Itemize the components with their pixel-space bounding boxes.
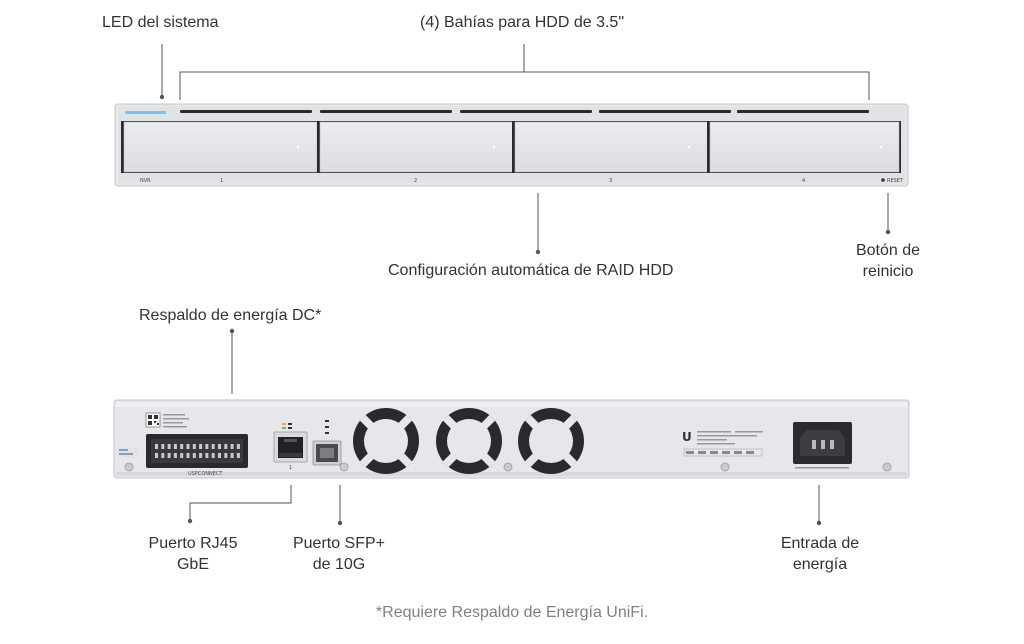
- footnote: *Requiere Respaldo de Energía UniFi.: [375, 604, 649, 621]
- dc-pin: [161, 444, 165, 449]
- bay-top-slots: [180, 110, 869, 113]
- reset-text: RESET: [887, 178, 904, 184]
- hdd-bays: [121, 121, 901, 173]
- front-leader-lines: [161, 44, 889, 252]
- rj45-port[interactable]: [273, 431, 308, 463]
- dc-input-label: [117, 447, 139, 458]
- label-reset-line1: Botón de: [855, 242, 921, 259]
- label-rj45-port: Puerto RJ45 GbE: [133, 533, 253, 575]
- dc-pin: [224, 444, 228, 449]
- dc-pin: [224, 453, 228, 458]
- dc-pin: [167, 444, 171, 449]
- regulatory-label: U: [682, 430, 763, 457]
- dc-pin: [192, 453, 196, 458]
- rear-leader-lines: [189, 331, 820, 523]
- label-sfp-line1: Puerto SFP+: [292, 535, 386, 552]
- dc-pin: [211, 453, 215, 458]
- label-raid-config: Configuración automática de RAID HDD: [388, 262, 674, 279]
- bay-number-1: 1: [220, 178, 223, 184]
- dc-pin: [205, 444, 209, 449]
- label-power-line2: energía: [792, 556, 848, 573]
- bay-number-3: 3: [609, 178, 612, 184]
- dc-backup-connector[interactable]: [146, 434, 248, 468]
- label-rj45-line2: GbE: [176, 556, 209, 573]
- label-power-input: Entrada de energía: [760, 533, 880, 575]
- dc-pin: [180, 444, 184, 449]
- sfp-port[interactable]: [312, 440, 342, 466]
- fan-3: [518, 408, 584, 474]
- dc-pin: [205, 453, 209, 458]
- dc-pin: [173, 453, 177, 458]
- dc-pin: [236, 453, 240, 458]
- dc-pin: [161, 453, 165, 458]
- port-number: 1: [289, 465, 292, 471]
- fan-2: [436, 408, 502, 474]
- dc-connector-pins: [155, 444, 240, 458]
- dc-pin: [211, 444, 215, 449]
- label-dc-backup: Respaldo de energía DC*: [139, 307, 322, 324]
- dc-pin: [180, 453, 184, 458]
- cooling-fans: [353, 408, 584, 474]
- sfp-leds: [325, 420, 329, 434]
- dc-connector-text: USPCONNECT: [188, 471, 223, 477]
- bay-number-4: 4: [802, 178, 805, 184]
- label-rj45-line1: Puerto RJ45: [148, 535, 238, 552]
- label-sfp-port: Puerto SFP+ de 10G: [279, 533, 399, 575]
- system-led: [125, 111, 166, 114]
- dc-pin: [218, 453, 221, 458]
- dc-pin: [236, 444, 240, 449]
- dc-pin: [186, 453, 190, 458]
- rj45-leds: [282, 423, 292, 429]
- dc-pin: [155, 444, 158, 449]
- dc-pin: [167, 453, 171, 458]
- label-reset-line2: reinicio: [862, 263, 914, 280]
- svg-text:U: U: [682, 430, 692, 444]
- chassis-screws: [124, 462, 892, 472]
- label-power-line1: Entrada de: [780, 535, 860, 552]
- label-sfp-line2: de 10G: [312, 556, 366, 573]
- fan-1: [353, 408, 419, 474]
- dc-pin: [199, 453, 203, 458]
- dc-pin: [199, 444, 203, 449]
- dc-pin: [186, 444, 190, 449]
- label-hdd-bays: (4) Bahías para HDD de 3.5": [420, 14, 624, 31]
- reset-button[interactable]: [881, 178, 885, 182]
- front-panel-text: NVR: [140, 178, 151, 184]
- dc-pin: [218, 444, 221, 449]
- dc-pin: [192, 444, 196, 449]
- dc-pin: [173, 444, 177, 449]
- dc-pin: [230, 453, 234, 458]
- dc-pin: [155, 453, 158, 458]
- bay-number-2: 2: [414, 178, 417, 184]
- label-reset-button: Botón de reinicio: [848, 240, 928, 282]
- label-system-led: LED del sistema: [102, 14, 219, 31]
- dc-pin: [230, 444, 234, 449]
- ac-power-inlet[interactable]: [793, 422, 852, 469]
- qr-code: [145, 412, 189, 428]
